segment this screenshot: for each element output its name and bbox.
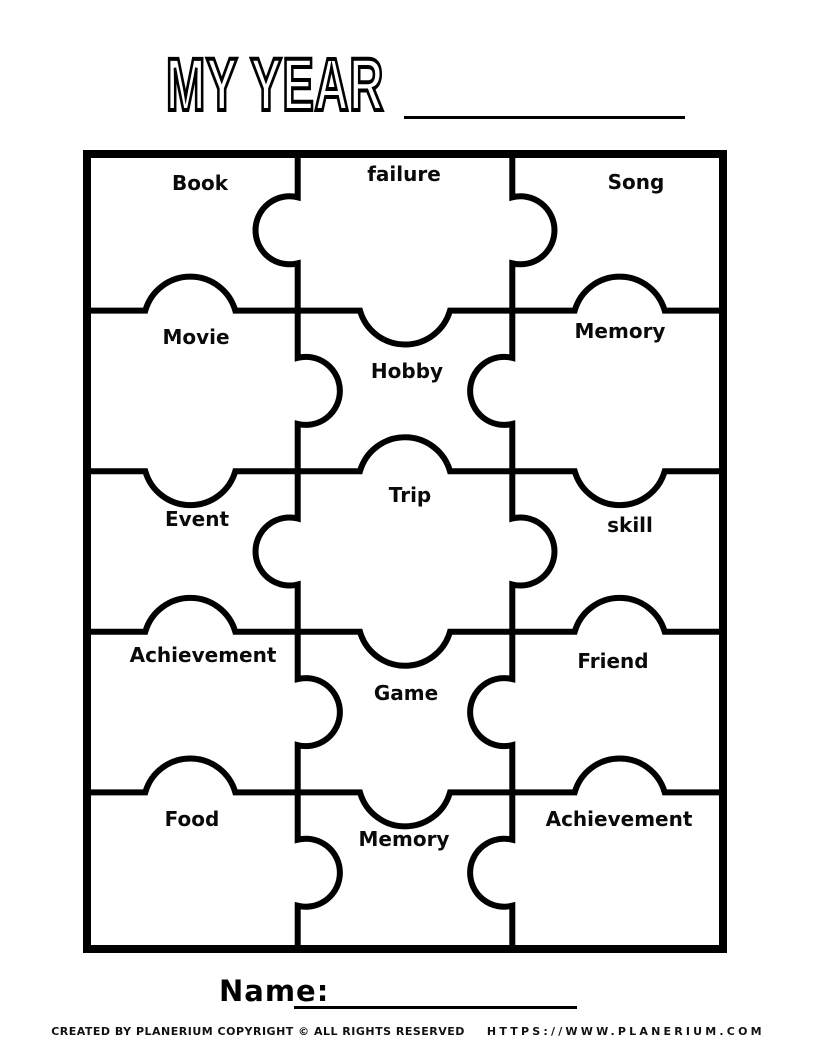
puzzle-outline-graphic xyxy=(83,150,727,953)
puzzle-piece-label-hobby: Hobby xyxy=(370,359,444,383)
puzzle-piece-label-achievement-2: Achievement xyxy=(545,807,693,831)
puzzle-piece-label-friend: Friend xyxy=(577,649,649,673)
puzzle-piece-label-failure: failure xyxy=(367,162,441,186)
footer: CREATED BY PLANERIUM COPYRIGHT © ALL RIG… xyxy=(0,1025,816,1038)
puzzle-cut-horizontal-1 xyxy=(83,273,727,348)
puzzle-piece-label-game: Game xyxy=(373,681,439,705)
puzzle-piece-label-skill: skill xyxy=(607,513,653,537)
puzzle-cut-horizontal-2 xyxy=(83,434,727,509)
puzzle-cut-horizontal-3 xyxy=(83,594,727,669)
puzzle-piece-label-book: Book xyxy=(171,171,229,195)
name-blank-line[interactable] xyxy=(294,1006,577,1009)
puzzle-cut-horizontal-4 xyxy=(83,755,727,830)
footer-url-text: HTTPS://WWW.PLANERIUM.COM xyxy=(486,1025,765,1038)
name-label: Name: xyxy=(219,974,330,1008)
puzzle-piece-label-event: Event xyxy=(164,507,230,531)
puzzle-piece-label-movie: Movie xyxy=(162,325,230,349)
puzzle-cut-vertical-1 xyxy=(252,150,343,953)
puzzle-piece-label-food: Food xyxy=(164,807,220,831)
page-title: MY YEAR xyxy=(164,41,385,128)
puzzle-outer-border xyxy=(83,150,727,953)
footer-credit-text: CREATED BY PLANERIUM COPYRIGHT © ALL RIG… xyxy=(51,1025,465,1038)
puzzle-piece-label-trip: Trip xyxy=(388,483,432,507)
page-title-text: MY YEAR xyxy=(166,43,384,126)
puzzle-grid: Book failure Song Movie Hobby Memory Eve… xyxy=(83,150,727,953)
puzzle-piece-label-song: Song xyxy=(607,170,665,194)
puzzle-piece-label-achievement-1: Achievement xyxy=(129,643,277,667)
puzzle-cut-vertical-2 xyxy=(467,150,558,953)
puzzle-piece-label-memory-2: Memory xyxy=(358,827,450,851)
title-blank-line[interactable] xyxy=(404,116,685,119)
puzzle-piece-label-memory-1: Memory xyxy=(574,319,666,343)
